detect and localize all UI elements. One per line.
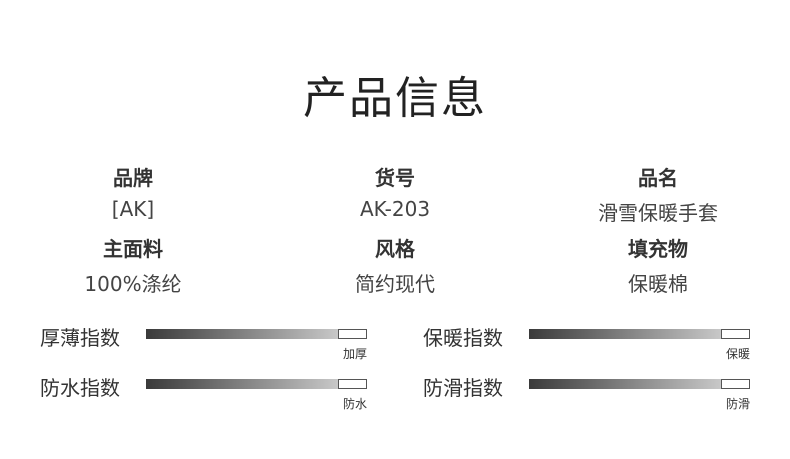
bar-gradient [146, 329, 338, 339]
info-material: 主面料 100%涤纶 [13, 233, 253, 297]
bar-marker [338, 379, 367, 389]
bar-gradient [146, 379, 338, 389]
info-value: 100%涤纶 [84, 272, 182, 296]
index-label-thickness: 厚薄指数 [40, 326, 120, 350]
bar-marker [721, 329, 750, 339]
index-label-antislip: 防滑指数 [423, 376, 503, 400]
info-value: 简约现代 [355, 272, 435, 296]
bar-gradient [529, 379, 721, 389]
info-key: 品牌 [113, 166, 153, 190]
info-product-name: 品名滑雪保暖手套 [538, 162, 778, 226]
index-bar-waterproof: 防水 [146, 379, 367, 411]
bar-marker [721, 379, 750, 389]
index-label-waterproof: 防水指数 [40, 376, 120, 400]
bar-marker [338, 329, 367, 339]
bar-gradient [529, 329, 721, 339]
index-bar-thickness: 加厚 [146, 329, 367, 361]
info-key: 风格 [375, 237, 415, 261]
bar-end-label: 防水 [342, 397, 367, 411]
index-bar-antislip: 防滑 [529, 379, 750, 411]
info-value: 滑雪保暖手套 [598, 201, 718, 225]
bar-end-label: 保暖 [725, 347, 750, 361]
info-key: 主面料 [103, 237, 163, 261]
info-key: 填充物 [628, 237, 688, 261]
info-value: AK-203 [359, 197, 431, 221]
info-value: [AK] [111, 197, 155, 221]
info-value: 保暖棉 [628, 272, 688, 296]
page-title: 产品信息 [303, 73, 487, 124]
info-key: 品名 [638, 166, 678, 190]
index-bar-warmth: 保暖 [529, 329, 750, 361]
info-item-number: 货号 AK-203 [275, 162, 515, 221]
info-brand: 品牌 [AK] [13, 162, 253, 221]
index-label-warmth: 保暖指数 [423, 326, 503, 350]
info-style: 风格简约现代 [275, 233, 515, 297]
bar-end-label: 加厚 [342, 347, 367, 361]
info-key: 货号 [375, 166, 415, 190]
bar-end-label: 防滑 [725, 397, 750, 411]
info-filling: 填充物保暖棉 [538, 233, 778, 297]
